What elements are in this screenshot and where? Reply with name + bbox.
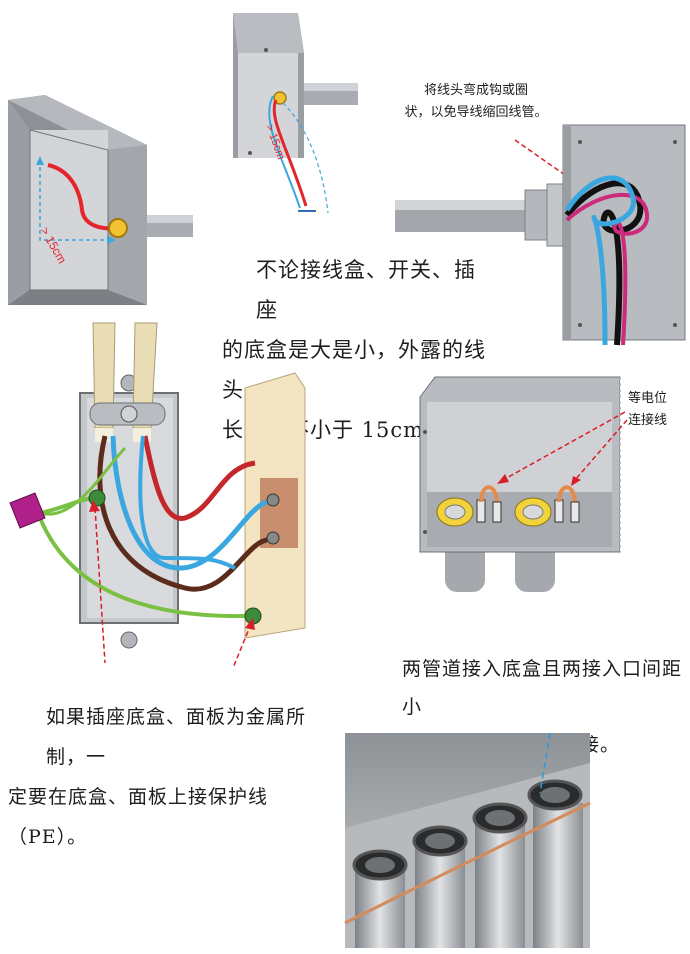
hook-illustration (395, 124, 686, 346)
bonding-wire-label-line1: 等电位 (628, 391, 668, 406)
junction-box-illustration-1: > 15cm (8, 95, 193, 305)
main-caption-line1: 不论接线盒、开关、插座 (256, 258, 476, 322)
pe-caption-line2: 定要在底盒、面板上接保护线（PE）。 (8, 786, 269, 848)
junction-box-illustration-2: > 15cm (233, 13, 358, 214)
photo-pipes-bonding (344, 732, 591, 948)
pe-caption-line1: 如果插座底盒、面板为金属所制，一 (46, 706, 307, 768)
pe-caption: 如果插座底盒、面板为金属所制，一 定要在底盒、面板上接保护线（PE）。 (8, 697, 343, 857)
equipotential-box-illustration (419, 376, 675, 592)
figure-socket-pe-wiring (5, 318, 325, 669)
figure-equipotential-box (415, 372, 685, 597)
bonding-wire-label-line2: 连接线 (628, 413, 668, 428)
bonding-wire-label: 等电位 连接线 (628, 388, 688, 432)
bonding-caption-line1: 两管道接入底盒且两接入口间距小 (402, 658, 683, 718)
figure-box-wire-length-center: > 15cm (228, 8, 363, 218)
figure-box-wire-length-left: > 15cm (0, 90, 200, 315)
hook-note: 将线头弯成钩或圈 状，以免导线缩回线管。 (396, 80, 556, 124)
pipes-bonding-photo (344, 732, 591, 948)
figure-wire-hook (395, 120, 690, 346)
hook-note-line2: 状，以免导线缩回线管。 (404, 105, 548, 120)
socket-wiring-illustration (9, 322, 306, 669)
main-caption-line2: 的底盒是大是小，外露的线头 (222, 338, 486, 402)
hook-note-line1: 将线头弯成钩或圈 (423, 83, 528, 98)
